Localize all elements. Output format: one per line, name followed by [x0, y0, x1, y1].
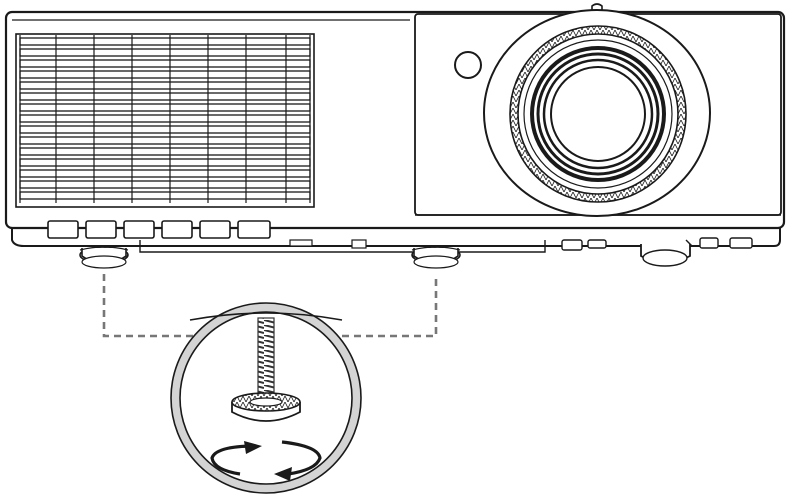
adjustable-foot-right [411, 246, 461, 269]
lens-icon [483, 9, 711, 217]
vent-slat [19, 180, 311, 189]
front-tab-1 [561, 239, 583, 251]
vent-slat [19, 81, 311, 90]
detail-underside-surface [189, 312, 343, 321]
vent-slat [19, 48, 311, 57]
front-tab-3 [699, 237, 719, 249]
adjustable-foot-icon [231, 392, 301, 422]
front-tab-2 [587, 239, 607, 249]
vent-grille [15, 33, 315, 208]
adjustable-foot-left [79, 246, 129, 269]
vent-slat [19, 37, 311, 46]
rear-bottom-tabs [47, 220, 271, 239]
foot-screw-thread [257, 317, 275, 403]
vent-frame [15, 33, 315, 208]
front-tab-4 [729, 237, 753, 249]
vent-slat [19, 125, 311, 134]
ir-sensor-icon [454, 51, 482, 79]
vent-slat [19, 59, 311, 68]
vent-slat [19, 103, 311, 112]
vent-slat [19, 158, 311, 167]
underside-clip-left [289, 239, 313, 247]
underside-clip-center [351, 239, 367, 249]
vent-slat [19, 136, 311, 145]
magnified-detail [170, 302, 362, 494]
vent-slat [19, 70, 311, 79]
vent-slat [19, 92, 311, 101]
projector-icon [4, 3, 786, 267]
underside-strip [139, 240, 546, 253]
vent-slat [19, 169, 311, 178]
vent-slat [19, 114, 311, 123]
vent-slat [19, 147, 311, 156]
rotate-arrows-icon [210, 440, 322, 481]
vent-slat [19, 191, 311, 200]
